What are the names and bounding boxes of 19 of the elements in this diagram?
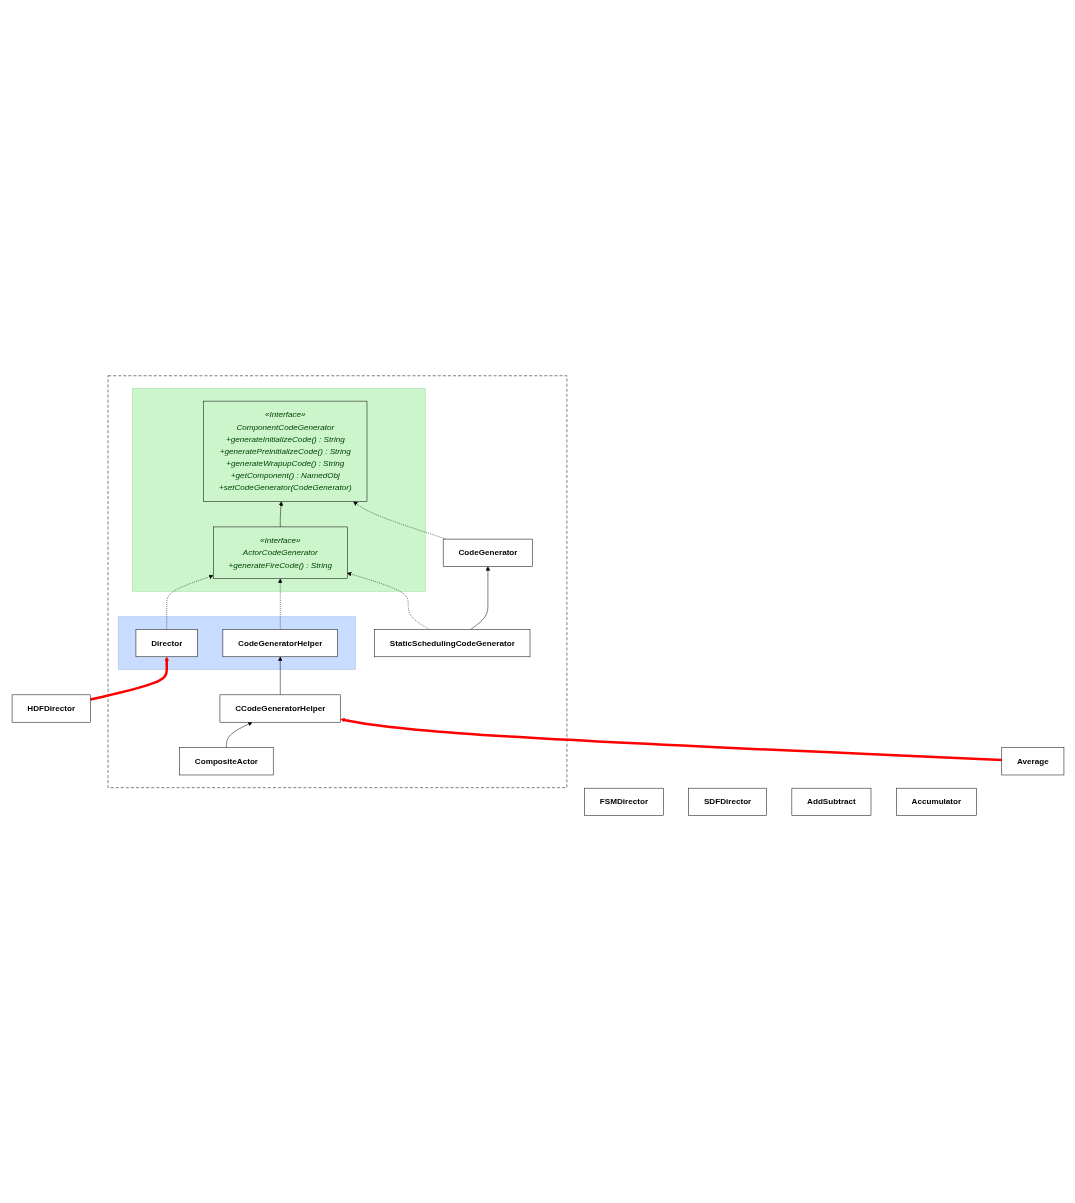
node-box: «Interface» ActorCodeGenerator +generateFireCode() : String [212,526,347,579]
arrow [339,717,1002,761]
node-box: CodeGenerator [442,538,533,567]
cluster [131,387,426,592]
node-box: SDFDirector [687,787,767,816]
node-box: Director [135,628,198,657]
node-box: CodeGeneratorHelper [222,628,338,657]
node-box: HDFDirector [11,694,91,722]
node-box: Accumulator [895,787,977,816]
node-box: CCodeGeneratorHelper [219,694,341,722]
cluster [107,375,567,788]
node-box: Average [1001,746,1064,775]
node-box: StaticSchedulingCodeGenerator [373,628,530,657]
node-box: CompositeActor [178,746,273,775]
node-box: «Interface» ComponentCodeGenerator +generateInitializeCode() : String +generatePreinitializeCode() : String +generateWrapupCode() : String +getComponent() : NamedObj +setCodeGenerator(CodeGenerator) [202,400,367,502]
cluster [117,615,356,670]
node-box: FSMDirector [583,787,664,816]
node-box: AddSubtract [791,787,871,816]
arrow [89,656,169,701]
